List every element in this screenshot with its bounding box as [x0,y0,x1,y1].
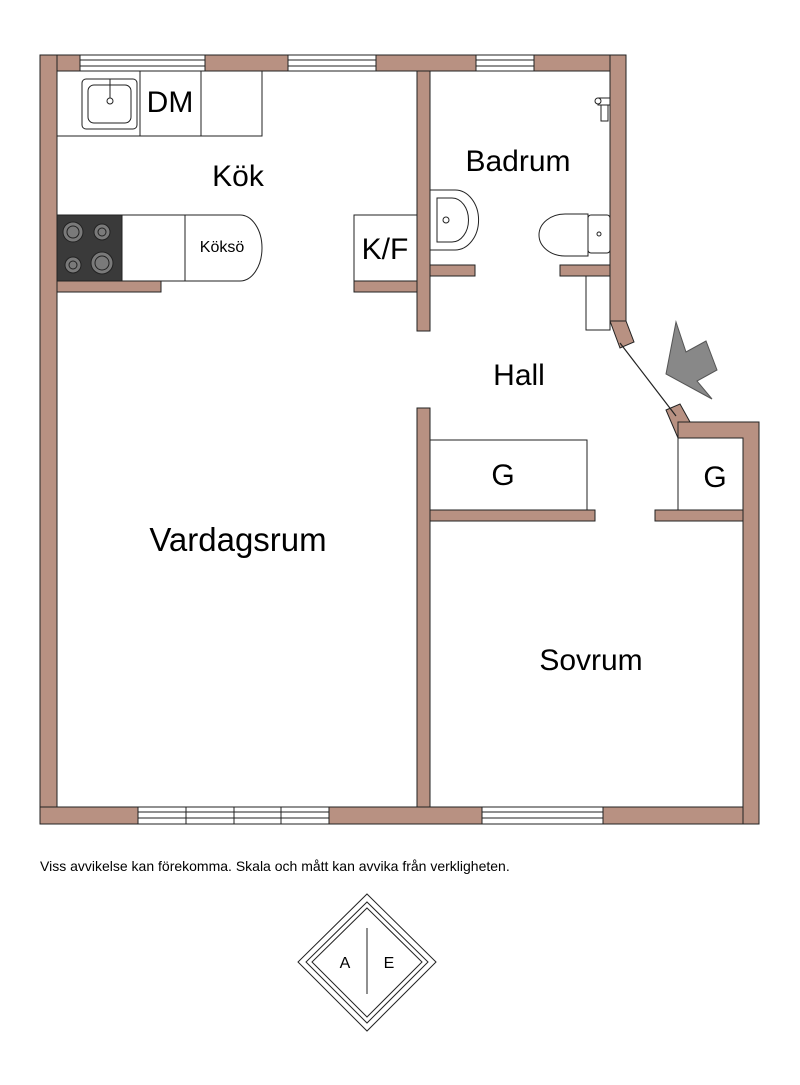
wall-entrance-upper [609,320,635,349]
wall-bedroom-top-right [654,509,744,522]
room-label-vardagsrum: Vardagsrum [149,521,326,558]
toilet-icon [538,213,611,257]
room-label-sovrum: Sovrum [539,644,642,677]
agency-logo [297,893,437,1032]
wall-kitchen-stub-right [353,280,418,293]
windows [79,54,604,825]
room-label-kok: Kök [212,160,265,193]
label-garderob-entre: G [703,461,726,494]
wardrobe-entrance [677,437,744,511]
wall-kitchen-bath [416,70,431,332]
sink-icon [81,78,138,130]
window-bedroom [481,806,604,825]
disclaimer-text: Viss avvikelse kan förekomma. Skala och … [40,858,510,874]
wall-right-upper [609,54,627,322]
logo-letter-left: A [340,955,351,972]
wall-bath-bottom-left [429,264,476,277]
label-koksö: Köksö [200,239,245,256]
hall-shelf [585,275,611,331]
label-kyl-frys: K/F [362,233,409,266]
wall-bath-bottom-right [559,264,611,277]
room-label-badrum: Badrum [465,145,570,178]
wall-living-bedroom [416,407,431,808]
window-kitchen-2 [287,54,377,72]
kitchen-counter-top [56,70,263,137]
washbasin-icon [429,189,480,251]
label-garderob-hall: G [491,459,514,492]
window-kitchen-1 [79,54,206,72]
wardrobe-hall [429,439,588,511]
entrance-arrow-icon [665,320,718,400]
entrance-door [619,342,677,417]
window-living [137,806,330,825]
shower-icon [594,97,611,122]
room-label-hall: Hall [493,359,545,392]
wall-kitchen-stub-left [56,280,162,293]
window-bath [475,54,535,72]
logo-letter-right: E [384,955,395,972]
fridge-freezer [353,214,418,282]
label-diskmaskin: DM [147,86,194,119]
stove-icon [56,214,123,282]
wall-left [39,54,58,825]
wall-bedroom-top-left [429,509,596,522]
walls [39,54,760,825]
